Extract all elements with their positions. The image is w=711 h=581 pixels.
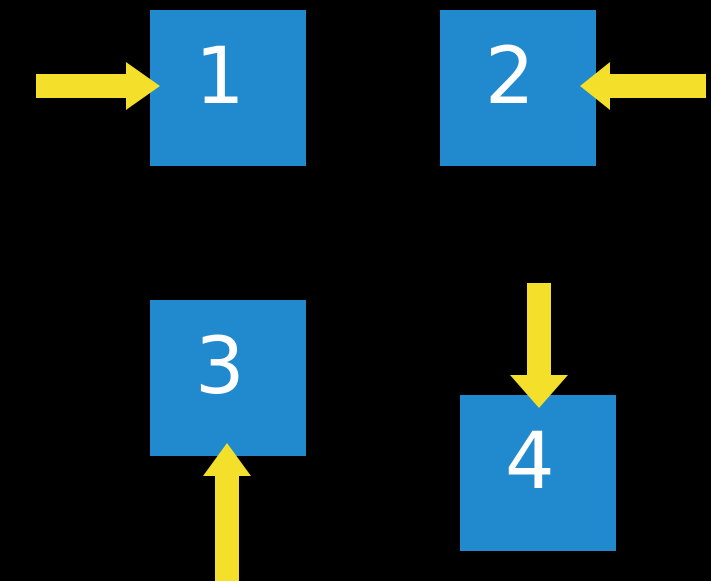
arrow-left-icon-into-node-2	[580, 62, 706, 110]
arrow-down-icon-into-node-4	[510, 283, 568, 408]
node-label-1: 1	[195, 32, 245, 122]
node-box-4[interactable]	[460, 395, 616, 551]
node-label-2: 2	[485, 32, 535, 122]
node-box-2[interactable]	[440, 10, 596, 166]
node-box-1[interactable]	[150, 10, 306, 166]
node-label-3: 3	[195, 322, 245, 412]
node-box-3[interactable]	[150, 300, 306, 456]
node-label-4: 4	[505, 417, 555, 507]
arrow-right-icon-into-node-1	[36, 62, 160, 110]
arrow-up-icon-into-node-3	[203, 443, 251, 581]
